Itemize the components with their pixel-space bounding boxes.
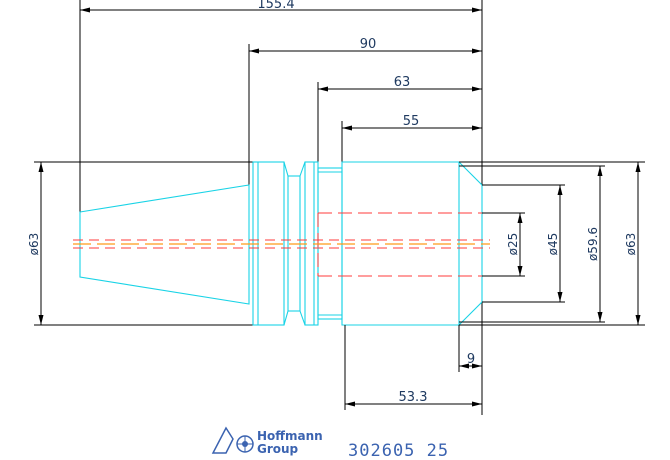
dim-length-90: 90 — [248, 37, 482, 245]
dim-diameter-45-label: ø45 — [546, 233, 560, 256]
taper-shank — [79, 184, 250, 305]
hoffmann-logo: Hoffmann Group — [211, 426, 323, 456]
dim-bore-diameter: ø25 — [482, 212, 525, 277]
dim-length-55-label: 55 — [403, 114, 420, 129]
dim-diameter-45: ø45 — [482, 184, 565, 303]
dim-chamfer-9: 9 — [458, 325, 482, 372]
part-number: 302605 25 — [348, 441, 449, 460]
dim-length-53-3-label: 53.3 — [399, 390, 428, 405]
dim-diameter-left-label: ø63 — [27, 233, 41, 256]
dim-length-63-label: 63 — [394, 75, 411, 90]
dim-overall-length: 155.4 — [79, 0, 482, 245]
dim-diameter-left: ø63 — [27, 161, 262, 326]
dim-overall-length-label: 155.4 — [257, 0, 294, 12]
logo-name-line2: Group — [257, 442, 299, 456]
dim-length-63: 63 — [317, 75, 482, 162]
logo-name-line1: Hoffmann — [257, 429, 323, 443]
dim-length-90-label: 90 — [360, 37, 377, 52]
dim-diameter-right: ø63 — [459, 161, 645, 326]
dim-bore-diameter-label: ø25 — [506, 233, 520, 256]
dim-length-53-3: 53.3 — [344, 325, 482, 410]
logo-mark-icon — [211, 426, 234, 454]
dim-diameter-59-6: ø59.6 — [459, 165, 605, 323]
dim-length-55: 55 — [341, 114, 482, 162]
dim-diameter-59-6-label: ø59.6 — [586, 227, 600, 261]
dim-diameter-right-label: ø63 — [624, 233, 638, 256]
dim-chamfer-9-label: 9 — [467, 352, 475, 367]
